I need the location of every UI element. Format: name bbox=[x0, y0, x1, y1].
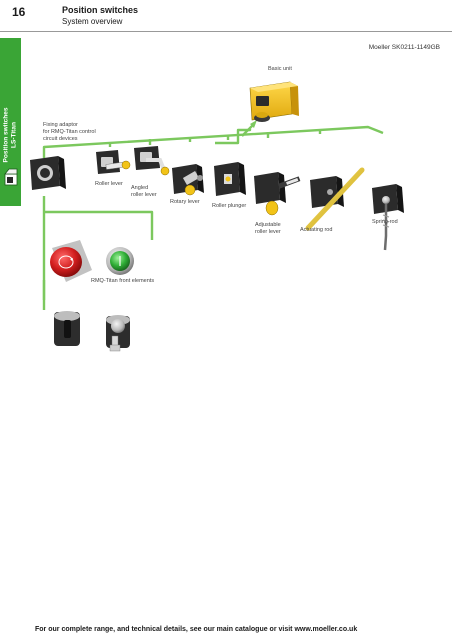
adjustable-roller-lever-image bbox=[254, 172, 301, 216]
fixing-adaptor-image bbox=[30, 156, 66, 190]
label-rmq-front-elements: RMQ-Titan front elements bbox=[91, 278, 155, 284]
label-roller-plunger: Roller plunger bbox=[212, 203, 247, 209]
label-roller-lever: Roller lever bbox=[95, 181, 123, 187]
document-code: Moeller SK0211-1149GB bbox=[368, 44, 440, 51]
label-rotary-lever: Rotary lever bbox=[170, 199, 200, 205]
label-fixing-adaptor-line2: for RMQ-Titan control bbox=[43, 129, 96, 135]
key-switch-image bbox=[106, 315, 130, 352]
angled-roller-lever-image bbox=[134, 146, 170, 176]
label-angled-line2: roller lever bbox=[131, 192, 157, 198]
label-adjustable-roller-lever: Adjustable roller lever bbox=[255, 222, 281, 236]
arrow-head-basic-unit bbox=[250, 120, 257, 128]
page-subtitle: System overview bbox=[62, 17, 123, 26]
selector-switch-image bbox=[54, 311, 80, 346]
page-title: Position switches bbox=[62, 5, 139, 15]
rotary-lever-image bbox=[172, 164, 204, 196]
label-angled-roller-lever: Angled roller lever bbox=[131, 185, 157, 199]
connector-front-elements bbox=[44, 210, 154, 240]
header-rule bbox=[0, 31, 452, 32]
page-number: 16 bbox=[12, 5, 26, 19]
label-adjustable-line2: roller lever bbox=[255, 229, 281, 235]
basic-unit-image bbox=[249, 81, 299, 122]
roller-plunger-image bbox=[214, 162, 246, 196]
label-spring-rod: Spring-rod bbox=[372, 219, 398, 225]
section-side-tab bbox=[0, 38, 21, 206]
red-emergency-button-image bbox=[50, 240, 92, 282]
label-actuating-rod: Actuating rod bbox=[300, 227, 333, 233]
spring-rod-image bbox=[372, 184, 404, 251]
label-basic-unit: Basic unit bbox=[268, 66, 292, 72]
connector-main bbox=[42, 125, 384, 158]
label-adjustable-line1: Adjustable bbox=[255, 222, 281, 228]
label-fixing-adaptor-line1: Fixing adaptor bbox=[43, 122, 78, 128]
label-fixing-adaptor: Fixing adaptor for RMQ-Titan control cir… bbox=[43, 122, 96, 143]
label-fixing-adaptor-line3: circuit devices bbox=[43, 136, 78, 142]
footer-note: For our complete range, and technical de… bbox=[35, 626, 358, 633]
roller-lever-image bbox=[96, 150, 131, 174]
open-box-icon bbox=[4, 168, 18, 186]
label-angled-line1: Angled bbox=[131, 185, 149, 191]
connector-lines bbox=[42, 125, 384, 310]
green-pushbutton-image bbox=[106, 247, 134, 275]
actuating-rod-image bbox=[305, 167, 365, 231]
